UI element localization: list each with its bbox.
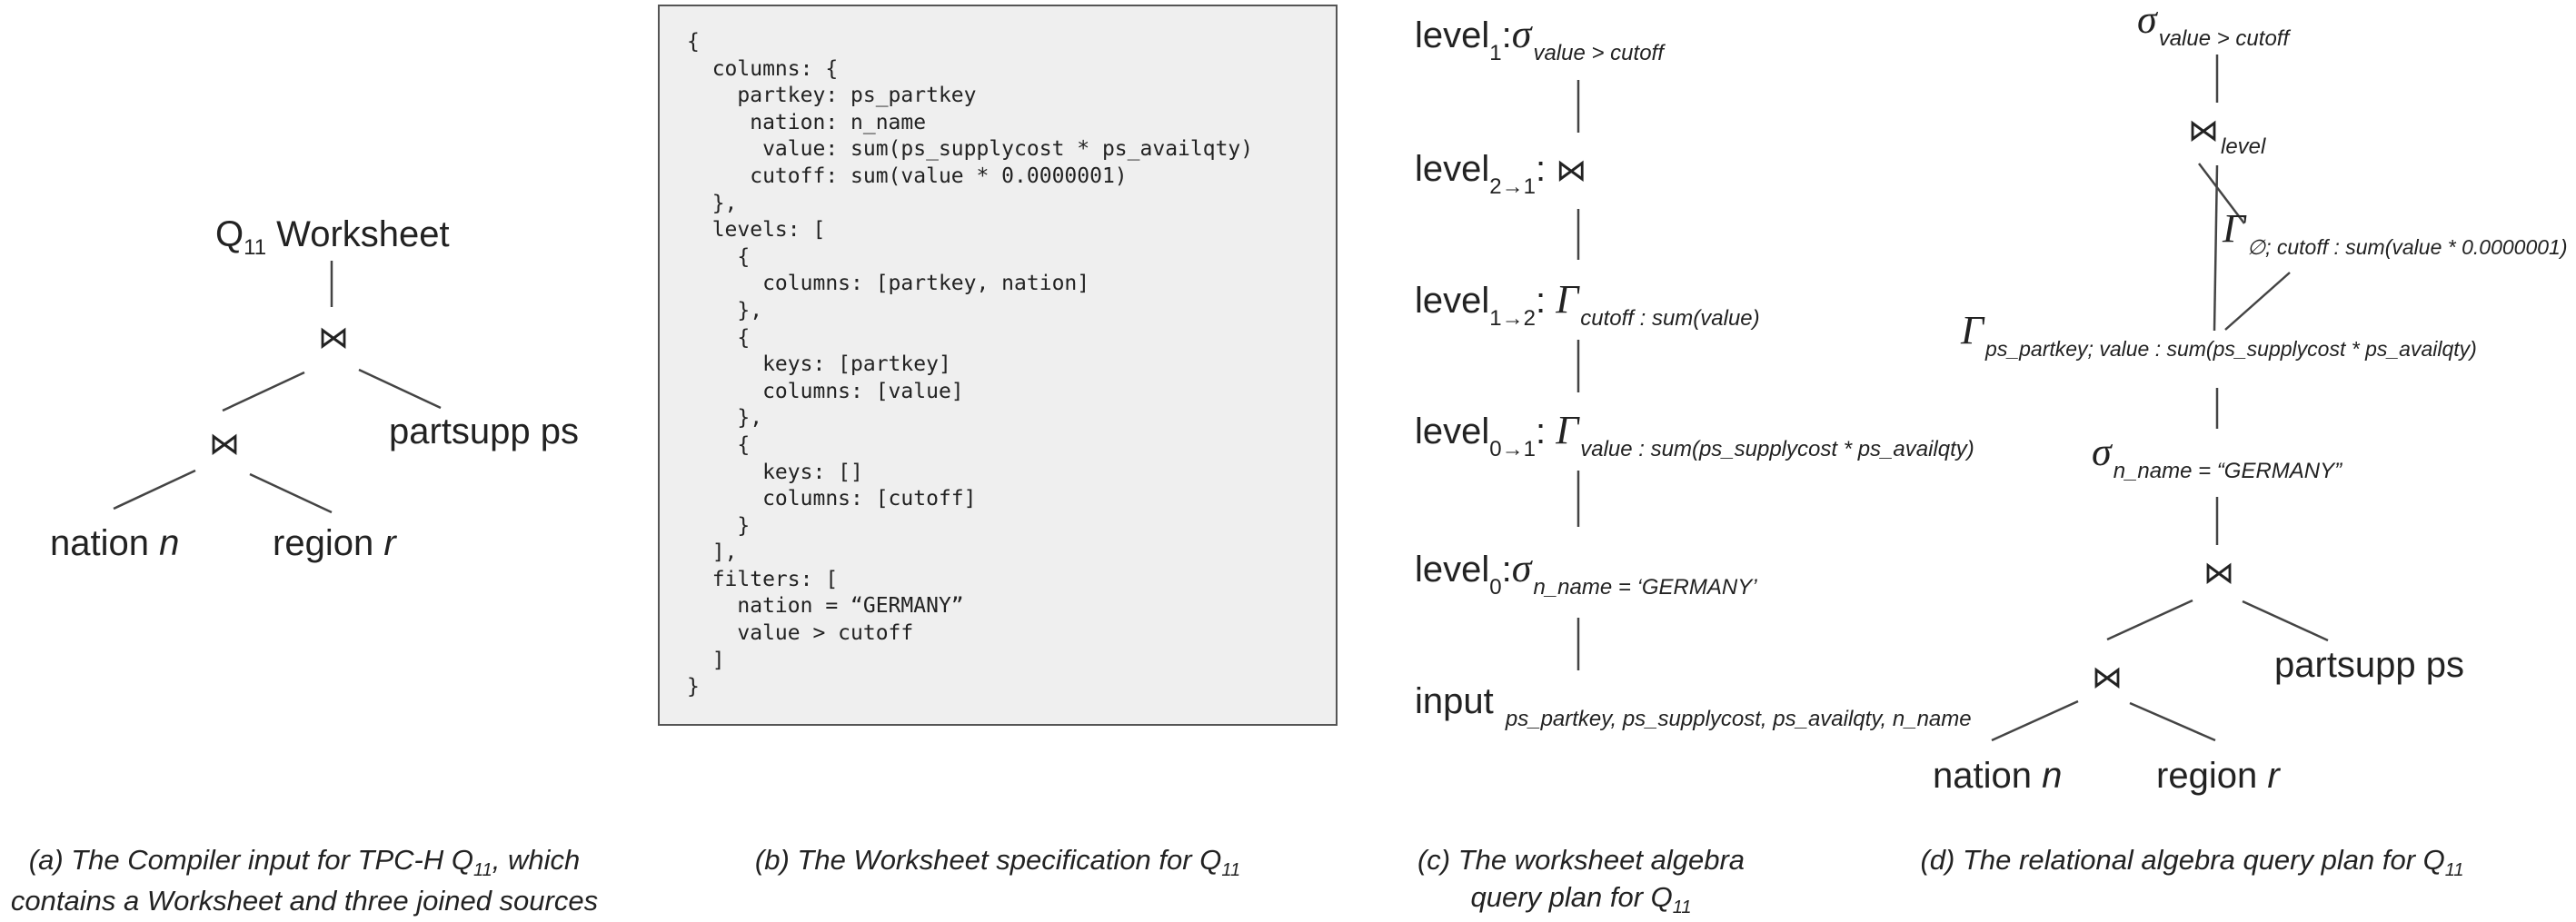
caption-d-sub: 11: [2444, 860, 2464, 881]
caption-c-sub: 11: [1672, 897, 1692, 918]
caption-d: (d) The relational algebra query plan fo…: [1808, 842, 2576, 883]
sigma-symbol: σ: [2092, 430, 2112, 474]
level01-expr: value : sum(ps_supplycost * ps_availqty): [1580, 437, 1974, 461]
level12-expr: cutoff : sum(value): [1580, 306, 1760, 331]
top-filter-node: σvalue > cutoff: [2137, 0, 2289, 50]
root-subscript: 11: [244, 235, 267, 260]
input-word: input: [1415, 681, 1494, 721]
nation-word: nation: [50, 523, 160, 563]
caption-a-pre: (a) The Compiler input for TPC-H Q: [28, 844, 473, 876]
caption-a-line1: (a) The Compiler input for TPC-H Q11, wh…: [0, 842, 609, 883]
level-sub: 0: [1489, 575, 1502, 600]
gamma-symbol: Γ: [1556, 408, 1579, 452]
level21-join-node: level2→1: ⋈: [1415, 149, 1587, 199]
region-node: region r: [2156, 758, 2280, 794]
level-word: level: [1415, 149, 1490, 189]
nation-node: nation n: [1933, 758, 2062, 794]
level12-aggregate-node: level1→2: Γcutoff : sum(value): [1415, 277, 1760, 331]
caption-a-post: , which: [492, 844, 581, 876]
level-sub: 1→2: [1489, 306, 1536, 331]
join-node-top: ⋈: [318, 321, 349, 355]
join-node-bottom: ⋈: [2092, 660, 2123, 695]
join-node-top: ⋈: [2203, 556, 2234, 590]
join-symbol: ⋈: [2188, 114, 2219, 148]
join-level-sub: level: [2221, 134, 2266, 159]
region-alias: r: [2267, 756, 2280, 796]
cutoff-aggregate-node: Γ∅; cutoff : sum(value * 0.0000001): [2223, 209, 2567, 258]
nation-word: nation: [1933, 756, 2043, 796]
gamma-symbol: Γ: [1961, 308, 1984, 352]
worksheet-root-node: Q11 Worksheet: [215, 216, 450, 259]
nation-filter-node: σn_name = “GERMANY”: [2092, 432, 2342, 482]
caption-d-pre: (d) The relational algebra query plan fo…: [1920, 844, 2445, 876]
caption-b-sub: 11: [1221, 860, 1241, 881]
root-label: Q: [215, 214, 244, 254]
level-sub: 2→1: [1489, 174, 1536, 199]
gamma-symbol: Γ: [2223, 206, 2246, 251]
nation-alias: n: [2042, 756, 2063, 796]
join-symbol: ⋈: [1556, 154, 1587, 188]
caption-a-sub: 11: [472, 860, 492, 881]
level0-filter-node: level0:σn_name = ‘GERMANY’: [1415, 546, 1757, 600]
sigma-symbol: σ: [1511, 546, 1532, 590]
level-word: level: [1415, 281, 1490, 321]
sigma-symbol: σ: [2137, 0, 2157, 42]
input-expr: ps_partkey, ps_supplycost, ps_availqty, …: [1505, 707, 1972, 731]
caption-b-pre: (b) The Worksheet specification for Q: [754, 844, 1222, 876]
top-filter-expr: value > cutoff: [2158, 26, 2290, 51]
caption-a-line2: contains a Worksheet and three joined so…: [10, 884, 599, 917]
level1-filter-node: level1:σvalue > cutoff: [1415, 12, 1664, 65]
partkey-aggregate-expr: ps_partkey; value : sum(ps_supplycost * …: [1985, 337, 2477, 361]
level-join-node: ⋈level: [2188, 111, 2265, 158]
region-node: region r: [273, 525, 396, 561]
input-node: input ps_partkey, ps_supplycost, ps_avai…: [1415, 683, 1972, 730]
region-alias: r: [383, 523, 396, 563]
root-suffix: Worksheet: [266, 214, 450, 254]
level-word: level: [1415, 550, 1490, 590]
worksheet-spec-code: { columns: { partkey: ps_partkey nation:…: [687, 30, 1254, 699]
level-word: level: [1415, 15, 1490, 55]
caption-c-pre: query plan for Q: [1470, 880, 1673, 913]
level1-expr: value > cutoff: [1533, 41, 1664, 65]
caption-c-line2: query plan for Q11: [1345, 879, 1817, 920]
nation-filter-expr: n_name = “GERMANY”: [2113, 459, 2342, 483]
caption-b: (b) The Worksheet specification for Q11: [658, 842, 1338, 883]
partsupp-node: partsupp ps: [2274, 645, 2465, 685]
nation-alias: n: [159, 523, 180, 563]
sigma-symbol: σ: [1511, 12, 1532, 56]
caption-c-line1: (c) The worksheet algebra: [1417, 844, 1746, 876]
level0-expr: n_name = ‘GERMANY’: [1533, 575, 1757, 600]
region-word: region: [2156, 756, 2268, 796]
level-sub: 1: [1489, 41, 1502, 65]
caption-a: (a) The Compiler input for TPC-H Q11, wh…: [0, 842, 609, 919]
region-word: region: [273, 523, 384, 563]
gamma-symbol: Γ: [1556, 277, 1579, 322]
cutoff-aggregate-expr: ∅; cutoff : sum(value * 0.0000001): [2247, 235, 2568, 259]
join-node-bottom: ⋈: [209, 427, 240, 461]
level-word: level: [1415, 411, 1490, 451]
partkey-aggregate-node: Γps_partkey; value : sum(ps_supplycost *…: [1961, 311, 2477, 360]
nation-node: nation n: [50, 525, 179, 561]
level-sub: 0→1: [1489, 437, 1536, 461]
caption-c: (c) The worksheet algebra query plan for…: [1345, 842, 1817, 919]
partsupp-node: partsupp ps: [389, 411, 580, 451]
level01-aggregate-node: level0→1: Γvalue : sum(ps_supplycost * p…: [1415, 408, 1974, 461]
worksheet-spec-code-box: { columns: { partkey: ps_partkey nation:…: [658, 5, 1338, 726]
